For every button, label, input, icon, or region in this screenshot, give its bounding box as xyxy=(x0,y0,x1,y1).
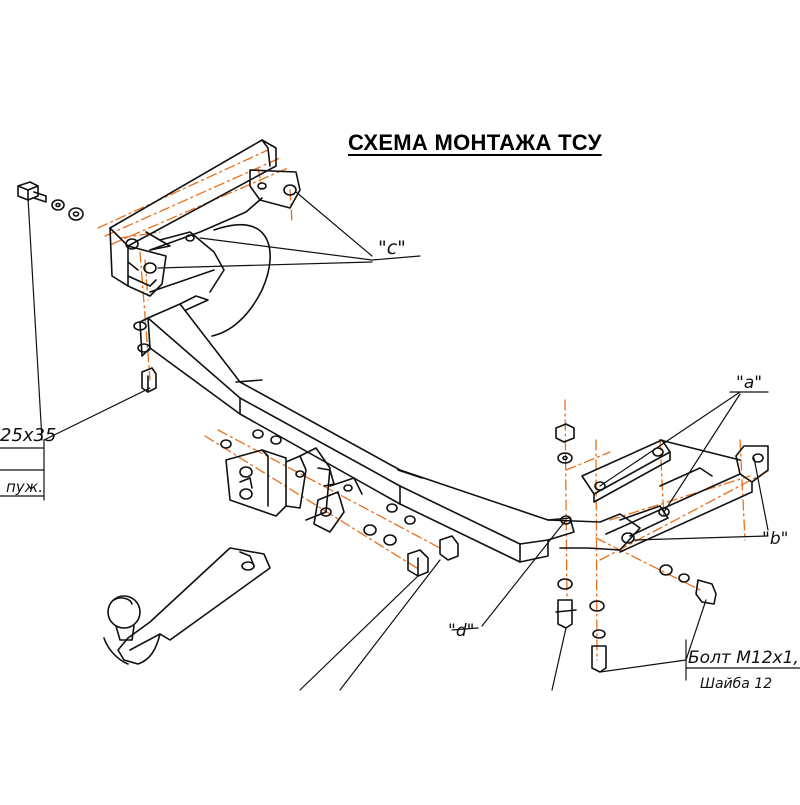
callout-a: "a" xyxy=(736,373,762,393)
right-mounting-bracket xyxy=(547,439,769,553)
right-bolt-stacks xyxy=(555,423,717,673)
left-bottom-bolt-stack xyxy=(133,321,157,393)
diagram-title: СХЕМА МОНТАЖА ТСУ xyxy=(348,130,602,155)
callout-d: "d" xyxy=(448,621,474,641)
leader-lines xyxy=(27,191,769,691)
left-mounting-bracket xyxy=(109,139,301,337)
parts-table-left xyxy=(0,439,45,501)
callout-b: "b" xyxy=(762,529,788,549)
center-bolts xyxy=(363,524,459,577)
parts-table-left-row-1: 25x35 xyxy=(0,425,56,446)
callout-c: "c" xyxy=(378,237,406,259)
parts-table-left-row-2: пуж. xyxy=(6,478,43,496)
towball-mounting-plate xyxy=(220,429,416,533)
left-top-bolt-stack xyxy=(17,181,84,221)
parts-table-right xyxy=(685,639,800,681)
main-cross-beam xyxy=(139,295,575,563)
towball-neck xyxy=(103,547,271,665)
parts-table-right-row-1: Болт М12х1, xyxy=(688,648,799,668)
parts-table-right-row-2: Шайба 12 xyxy=(700,676,772,692)
axis-lines xyxy=(97,149,771,661)
